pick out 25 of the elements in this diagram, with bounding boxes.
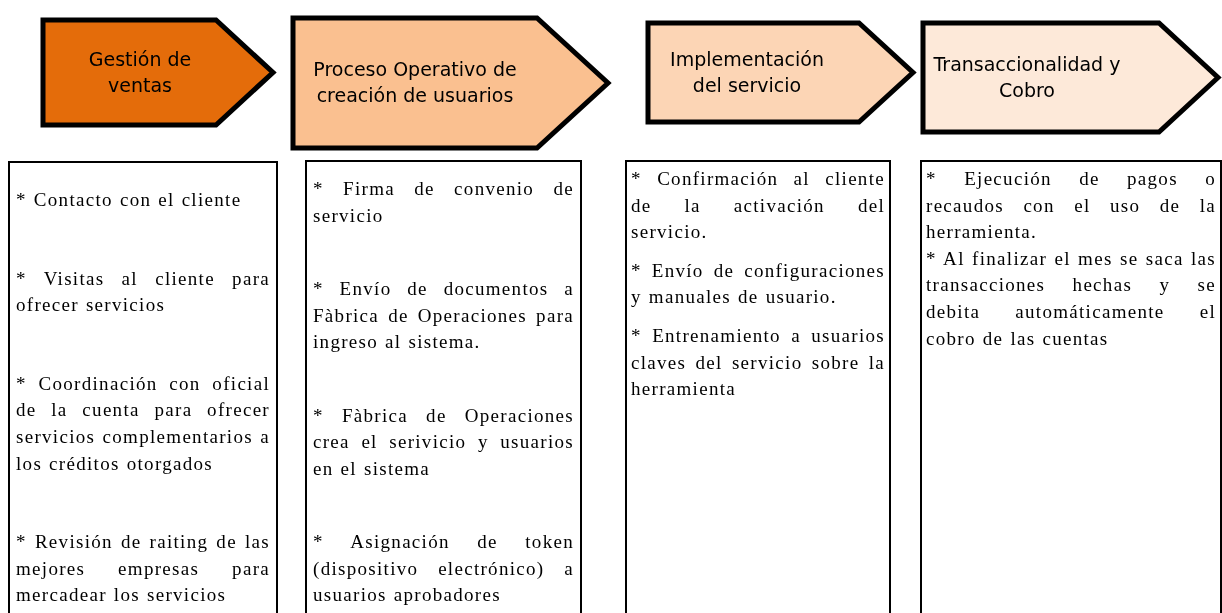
bullet-text: * Visitas al cliente para ofrecer servicios <box>16 266 270 318</box>
bullet-text: * Contacto con el cliente <box>16 188 243 212</box>
bullet-text: * Asignación de token (dispositivo electrónico) a usuarios aprobadores <box>313 530 574 608</box>
step-title: Gestión de ventas <box>87 46 193 98</box>
bullet-text: * Fàbrica de Operaciones crea el serivicio y usuarios en el sistema <box>313 403 574 481</box>
bullet-text: * Al finalizar el mes se saca las transacciones hechas y se debita automáticamente el cobro de las cuentas <box>926 246 1216 351</box>
bullet-text: * Firma de convenio de servicio <box>313 177 574 228</box>
step-title: Implementación del servicio <box>669 46 825 98</box>
stage-banner <box>920 20 1222 135</box>
bullet-text: * Entrenamiento a usuarios claves del servicio sobre la herramienta <box>631 323 885 402</box>
stage-banner <box>290 15 612 151</box>
bullet-text: * Coordinación con oficial de la cuenta para ofrecer servicios complementarios a los créditos otorgados <box>16 371 270 476</box>
stage-banner <box>645 20 917 125</box>
description-panel <box>625 160 891 613</box>
bullet-text: * Revisión de raiting de las mejores empresas para mercadear los servicios <box>16 530 270 608</box>
bullet-text: * Confirmación al cliente de la activación del servicio. <box>631 167 885 245</box>
description-panel <box>920 160 1222 613</box>
description-panel <box>8 161 278 613</box>
step-title: Transaccionalidad y Cobro <box>932 51 1122 103</box>
stage-banner <box>40 17 277 128</box>
bullet-text: * Envío de configuraciones y manuales de usuario. <box>631 258 885 310</box>
bullet-text: * Envío de documentos a Fàbrica de Operaciones para ingreso al sistema. <box>313 277 574 355</box>
description-panel <box>305 160 582 613</box>
step-title: Proceso Operativo de creación de usuarios <box>312 57 518 108</box>
bullet-text: * Ejecución de pagos o recaudos con el uso de la herramienta. <box>926 167 1216 245</box>
